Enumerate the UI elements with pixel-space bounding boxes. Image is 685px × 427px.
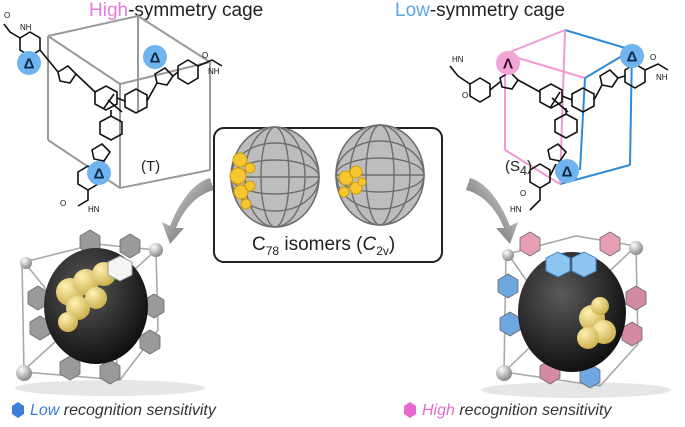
right-o-label-3: O <box>520 189 526 198</box>
left-ligand-backbone <box>3 23 223 207</box>
left-delta-text-3: Δ <box>94 166 105 183</box>
bottom-left-host-guest-model <box>15 229 205 396</box>
left-hn-label-3: HN <box>88 205 100 214</box>
c78-isomers-panel <box>213 124 443 263</box>
caption-left-marker-icon <box>12 402 24 418</box>
right-ligand-backbone <box>449 63 669 211</box>
title-high-symmetry-cage: High-symmetry cage <box>89 0 263 22</box>
bottom-right-host-guest-model <box>481 231 671 398</box>
isomer-label-sym-sub: 2v <box>376 243 389 258</box>
left-cube-frame <box>47 14 211 190</box>
isomer-label-rest: isomers ( <box>279 234 363 255</box>
left-o-label-3: O <box>60 199 66 208</box>
symmetry-label-t: (T) <box>141 158 160 175</box>
fullerene-isomer-1 <box>229 126 320 228</box>
fullerene-isomer-2 <box>335 124 425 226</box>
right-curved-arrow <box>466 178 518 244</box>
right-delta-marker-1 <box>620 44 644 68</box>
caption-left-rest: recognition sensitivity <box>59 402 216 419</box>
left-delta-text-2: Δ <box>150 50 161 67</box>
left-o-label-1: O <box>4 11 10 20</box>
isomer-label-sub: 78 <box>265 243 280 258</box>
right-delta-marker-2 <box>555 159 579 183</box>
left-delta-text-1: Δ <box>24 56 35 73</box>
symmetry-label-s4: (S4) <box>505 158 532 178</box>
title-right-rest: -symmetry cage <box>429 0 565 21</box>
left-nh-label-2: NH <box>208 67 220 76</box>
left-delta-marker-2 <box>143 45 167 69</box>
right-lambda-marker <box>496 51 520 75</box>
title-low-symmetry-cage: Low-symmetry cage <box>395 0 565 22</box>
symmetry-right-main: S <box>510 158 521 175</box>
left-o-label-2: O <box>202 51 208 60</box>
caption-left-highlight: Low <box>30 402 60 419</box>
title-left-rest: -symmetry cage <box>128 0 264 21</box>
left-curved-arrow <box>162 178 214 244</box>
left-delta-marker-3 <box>87 161 111 185</box>
right-guest-highlight <box>577 297 616 349</box>
title-left-highlight: High <box>89 0 129 21</box>
right-cube-frame <box>504 29 633 185</box>
caption-right-rest: recognition sensitivity <box>454 402 612 419</box>
isomer-label-main: C <box>252 234 266 255</box>
left-stereo-markers: Δ Δ Δ <box>17 45 167 185</box>
left-nh-label-1: NH <box>20 23 32 32</box>
right-stereo-markers: Λ Δ Δ <box>496 44 644 183</box>
isomer-label-sym-main: C <box>362 234 377 255</box>
right-nh-label-2: NH <box>656 73 668 82</box>
isomer-label-close: ) <box>388 234 396 255</box>
right-o-label-2: O <box>650 53 656 62</box>
right-lambda-text: Λ <box>503 56 513 73</box>
right-hn-label-1: HN <box>452 55 464 64</box>
caption-right-highlight: High <box>422 402 455 419</box>
left-delta-marker-1 <box>17 51 41 75</box>
right-chem-text: HN O O NH HN O <box>452 53 668 214</box>
high-symmetry-cage-structure: O NH O NH O HN Δ Δ Δ <box>3 11 223 214</box>
caption-right-marker-icon <box>404 402 416 418</box>
right-o-label-1: O <box>462 91 468 100</box>
symmetry-left-text: (T) <box>141 158 161 175</box>
left-chem-text: O NH O NH O HN <box>4 11 220 214</box>
symmetry-right-sub: 4 <box>520 164 527 178</box>
low-symmetry-cage-structure: HN O O NH HN O Λ Δ Δ <box>449 29 669 214</box>
right-delta-text-1: Δ <box>627 49 638 66</box>
caption-high-recognition-sensitivity: High recognition sensitivity <box>422 402 611 420</box>
right-delta-text-2: Δ <box>562 164 573 181</box>
isomer-label: C78 isomers (C2v) <box>252 234 395 258</box>
title-right-highlight: Low <box>395 0 430 21</box>
right-hn-label-3: HN <box>510 205 522 214</box>
caption-low-recognition-sensitivity: Low recognition sensitivity <box>30 402 216 420</box>
